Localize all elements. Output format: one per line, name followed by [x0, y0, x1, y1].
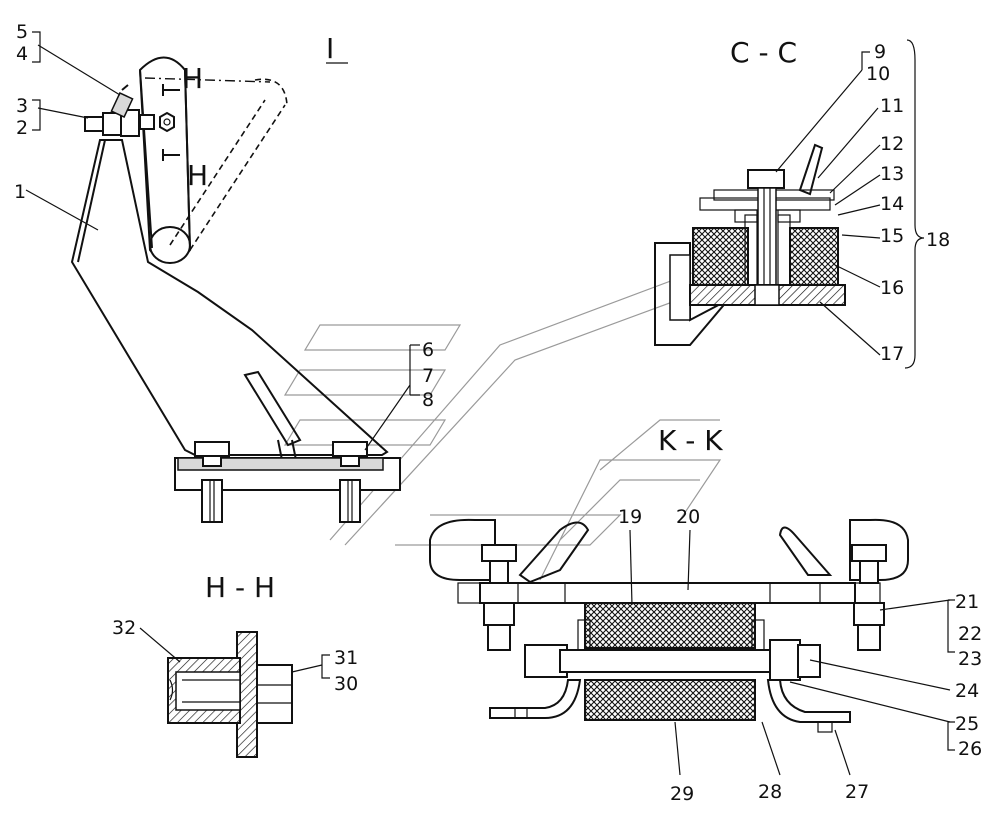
part-label-20: 20 — [676, 506, 700, 528]
part-label-22: 22 — [958, 623, 982, 645]
part-label-18: 18 — [926, 229, 950, 251]
part-label-10: 10 — [866, 63, 890, 85]
part-label-28: 28 — [758, 781, 782, 803]
part-label-17: 17 — [880, 343, 904, 365]
part-label-23: 23 — [958, 648, 982, 670]
part-label-25: 25 — [955, 713, 979, 735]
part-label-12: 12 — [880, 133, 904, 155]
section-cc — [654, 39, 925, 369]
part-label-13: 13 — [880, 163, 904, 185]
section-hh — [139, 627, 330, 758]
part-labels: 5 4 3 2 1 6 7 8 9 10 11 12 13 14 15 16 1… — [14, 21, 982, 805]
part-label-8: 8 — [422, 389, 434, 411]
cut-mark-bottom: H — [187, 159, 208, 192]
part-label-29: 29 — [670, 783, 694, 805]
part-label-14: 14 — [880, 193, 904, 215]
section-title-cc: C - C — [730, 36, 797, 69]
part-label-16: 16 — [880, 277, 904, 299]
base-bolt-right — [332, 441, 368, 523]
part-label-32: 32 — [112, 617, 136, 639]
part-label-9: 9 — [874, 41, 886, 63]
part-label-19: 19 — [618, 506, 642, 528]
part-label-30: 30 — [334, 673, 358, 695]
part-label-24: 24 — [955, 680, 979, 702]
part-label-3: 3 — [16, 95, 28, 117]
part-label-1: 1 — [14, 181, 26, 203]
section-title-hh: H - H — [205, 571, 275, 604]
part-label-2: 2 — [16, 117, 28, 139]
part-label-11: 11 — [880, 95, 904, 117]
section-kk — [429, 518, 955, 776]
part-label-26: 26 — [958, 738, 982, 760]
part-label-4: 4 — [16, 43, 28, 65]
leaders-view-i — [25, 31, 420, 451]
part-label-31: 31 — [334, 647, 358, 669]
bracket-view — [70, 56, 401, 523]
base-bolt-left — [194, 441, 230, 523]
part-label-21: 21 — [955, 591, 979, 613]
part-label-6: 6 — [422, 339, 434, 361]
view-title-i: I — [326, 32, 334, 65]
part-label-5: 5 — [16, 21, 28, 43]
part-label-27: 27 — [845, 781, 869, 803]
part-label-15: 15 — [880, 225, 904, 247]
part-label-7: 7 — [422, 365, 434, 387]
section-title-kk: K - K — [658, 424, 723, 457]
cut-mark-top: H — [182, 62, 203, 95]
